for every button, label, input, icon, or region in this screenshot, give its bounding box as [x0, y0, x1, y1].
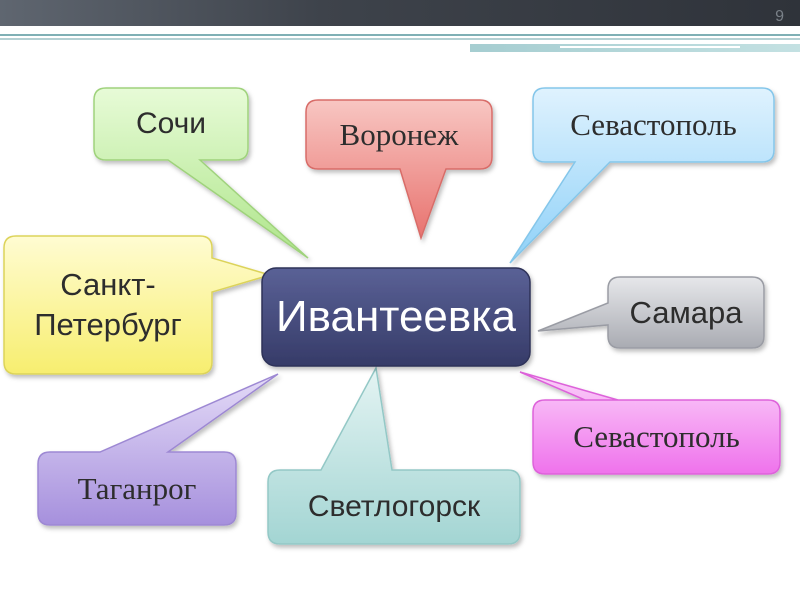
decor-stripe	[0, 38, 800, 40]
slide-number: 9	[775, 8, 784, 25]
callout-spb	[3, 235, 273, 375]
callout-svetlogorsk	[267, 365, 521, 545]
decor-stripe	[470, 44, 800, 52]
top-bar	[0, 0, 800, 26]
callout-taganrog	[37, 373, 279, 526]
center-node	[261, 267, 531, 367]
callout-samara	[537, 276, 765, 349]
decor-stripe	[560, 46, 740, 48]
decor-stripe	[0, 34, 800, 36]
callout-sochi	[93, 87, 309, 259]
callout-voronezh	[305, 99, 493, 241]
callout-sevastopol-top	[509, 87, 775, 264]
callout-sevastopol-bottom	[519, 371, 781, 475]
